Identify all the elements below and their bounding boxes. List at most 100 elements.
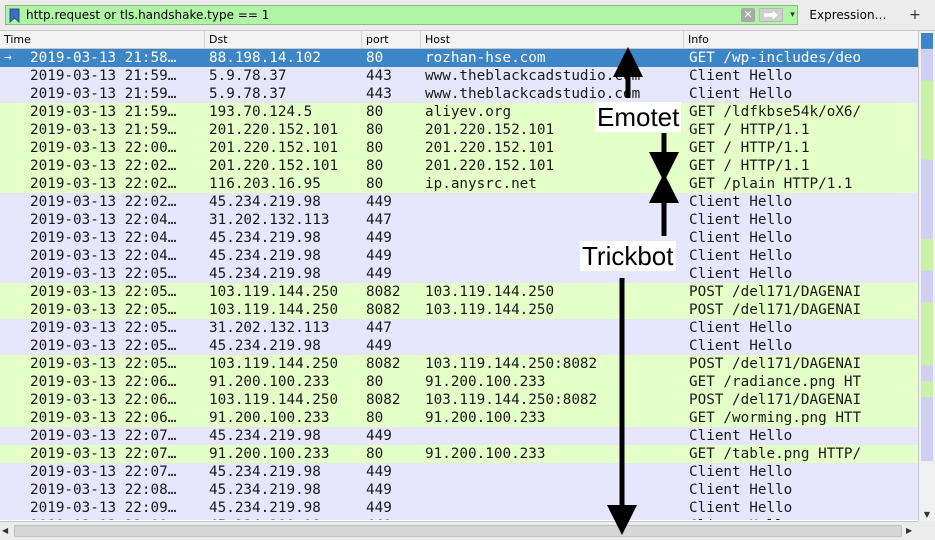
packet-row[interactable]: 2019-03-13 21:59… 5.9.78.37 443 www.theblac… (0, 85, 918, 103)
minimap-stripe (921, 365, 933, 382)
scroll-right-icon[interactable]: ▶ (906, 526, 913, 535)
cell-dst: 31.202.132.113 (209, 320, 330, 336)
cell-dst: 45.234.219.98 (209, 464, 321, 480)
cell-info: Client Hello (689, 338, 793, 354)
cell-time: 2019-03-13 22:05… (30, 320, 177, 336)
packet-row[interactable]: 2019-03-13 22:09… 45.234.219.98 449 Client … (0, 499, 918, 517)
chevron-down-icon[interactable]: ▾ (790, 10, 795, 20)
cell-port: 80 (366, 122, 384, 138)
cell-time: 2019-03-13 21:59… (30, 86, 177, 102)
vertical-scrollbar[interactable]: ▼ (918, 31, 935, 521)
cell-port: 8082 (366, 284, 401, 300)
minimap-stripe (921, 128, 933, 145)
cell-time: 2019-03-13 22:07… (30, 428, 177, 444)
cell-info: Client Hello (689, 517, 918, 520)
column-header-port[interactable]: port (362, 31, 421, 48)
cell-dst: 45.234.219.98 (209, 338, 321, 354)
minimap-stripe (921, 286, 933, 303)
column-header-dst[interactable]: Dst (205, 31, 362, 48)
column-header-time[interactable]: Time (0, 31, 205, 48)
minimap-stripe (921, 397, 933, 414)
expression-button[interactable]: Expression… (809, 8, 887, 22)
cell-dst: 201.220.152.101 (209, 158, 339, 174)
packet-row[interactable]: 2019-03-13 22:02… 116.203.16.95 80 ip.anysr… (0, 175, 918, 193)
cell-time: 2019-03-13 22:02… (30, 158, 177, 174)
cell-port: 449 (366, 517, 421, 520)
packet-minimap[interactable] (921, 33, 933, 508)
cell-port: 449 (366, 248, 392, 264)
cell-host: www.theblackcadstudio.com (425, 86, 641, 102)
cell-info: POST /del171/DAGENAI (689, 392, 862, 408)
column-header-info[interactable]: Info (688, 33, 709, 46)
cell-time: 2019-03-13 21:59… (30, 122, 177, 138)
cell-time: 2019-03-13 22:07… (30, 464, 177, 480)
cell-dst: 45.234.219.98 (209, 517, 362, 520)
column-header-host[interactable]: Host (421, 31, 684, 48)
minimap-stripe (921, 48, 933, 66)
packet-row[interactable]: 2019-03-13 22:09… 45.234.219.98 449 Client … (0, 517, 918, 520)
cell-info: GET /plain HTTP/1.1 (689, 176, 853, 192)
display-filter-input[interactable] (26, 6, 726, 24)
packet-list-header: Time Dst port Host Info (0, 31, 918, 49)
cell-port: 80 (366, 176, 384, 192)
scroll-left-icon[interactable]: ◀ (2, 526, 9, 535)
cell-dst: 201.220.152.101 (209, 140, 339, 156)
cell-time: 2019-03-13 22:09… (30, 517, 203, 520)
related-packet-marker-icon: → (4, 50, 12, 65)
cell-dst: 45.234.219.98 (209, 500, 321, 516)
cell-host (425, 193, 684, 211)
apply-arrow-icon[interactable] (759, 8, 783, 22)
cell-time: 2019-03-13 22:02… (30, 194, 177, 210)
scroll-down-icon[interactable]: ▼ (923, 510, 931, 519)
cell-host: 201.220.152.101 (425, 158, 555, 174)
cell-time: 2019-03-13 22:05… (30, 266, 177, 282)
cell-info: GET /wp-includes/deo (689, 50, 862, 66)
cell-info: Client Hello (689, 428, 793, 444)
display-filter-field[interactable]: ✕ ▾ (5, 5, 798, 25)
horizontal-scroll-thumb[interactable] (14, 525, 902, 537)
cell-time: 2019-03-13 22:06… (30, 410, 177, 426)
cell-port: 80 (366, 50, 384, 66)
add-filter-button[interactable]: + (909, 7, 921, 23)
cell-time: 2019-03-13 22:04… (30, 212, 177, 228)
minimap-stripe (921, 33, 933, 50)
minimap-stripe (921, 254, 933, 271)
cell-info: GET / HTTP/1.1 (689, 140, 810, 156)
scrollbar-corner (918, 521, 935, 540)
clear-icon[interactable]: ✕ (741, 8, 755, 22)
minimap-stripe (921, 444, 933, 461)
cell-host: ip.anysrc.net (425, 176, 537, 192)
cell-dst: 5.9.78.37 (209, 86, 287, 102)
bookmark-icon[interactable] (8, 8, 21, 23)
horizontal-scrollbar[interactable]: ◀ ▶ (0, 521, 918, 540)
minimap-stripe (921, 96, 933, 113)
cell-dst: 116.203.16.95 (209, 176, 321, 192)
cell-time: 2019-03-13 22:04… (30, 248, 177, 264)
cell-time: 2019-03-13 22:02… (30, 176, 177, 192)
cell-info: Client Hello (689, 194, 793, 210)
cell-port: 443 (366, 86, 392, 102)
